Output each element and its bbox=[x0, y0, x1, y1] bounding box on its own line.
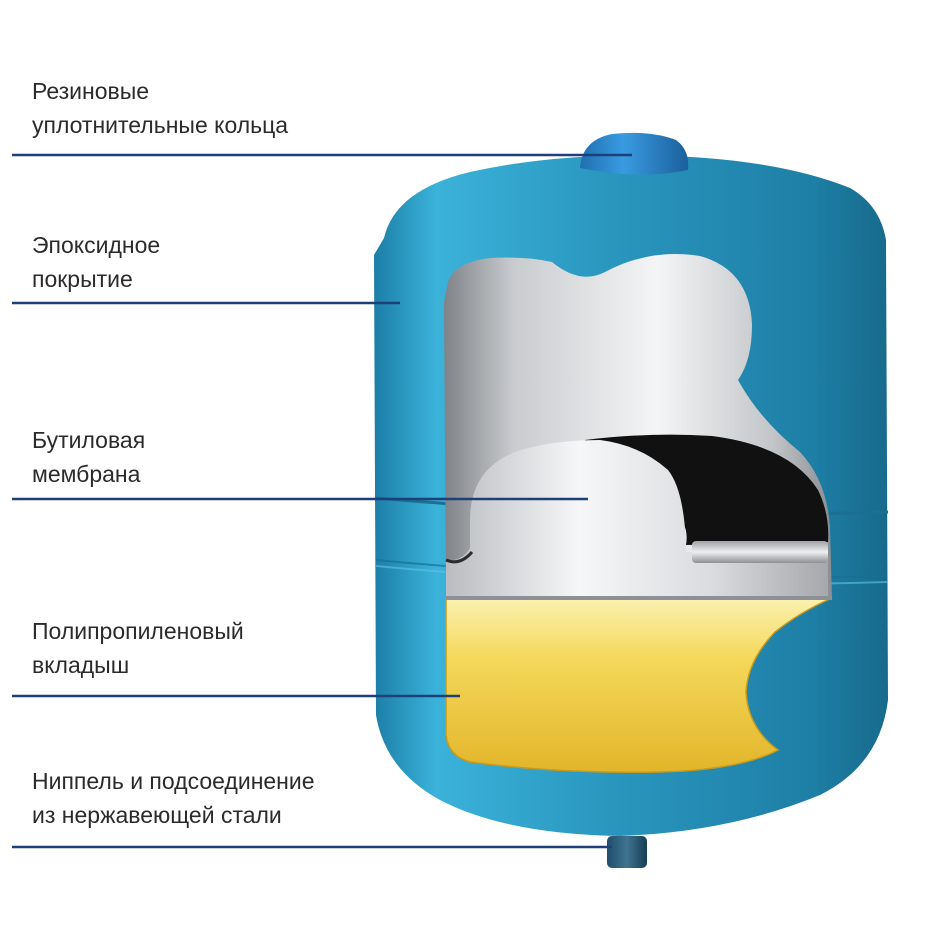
label-line: Резиновые bbox=[32, 78, 150, 104]
label-line: уплотнительные кольца bbox=[32, 112, 289, 138]
top-cap bbox=[580, 132, 689, 175]
label-rubber-seals: Резиновые уплотнительные кольца bbox=[32, 74, 288, 142]
polypropylene-liner bbox=[445, 597, 833, 774]
label-line: из нержавеющей стали bbox=[32, 802, 282, 828]
label-line: вкладыш bbox=[32, 652, 130, 678]
butyl-membrane bbox=[445, 434, 829, 600]
leader-lines bbox=[12, 153, 632, 849]
label-line: мембрана bbox=[32, 461, 141, 487]
membrane-band bbox=[692, 541, 828, 563]
label-steel-nipple: Ниппель и подсоединение из нержавеющей с… bbox=[32, 764, 315, 832]
label-butyl-membrane: Бутиловая мембрана bbox=[32, 423, 145, 491]
label-line: Полипропиленовый bbox=[32, 618, 244, 644]
label-line: Бутиловая bbox=[32, 427, 146, 453]
bottom-nipple bbox=[607, 836, 647, 868]
label-polypropylene-liner: Полипропиленовый вкладыш bbox=[32, 614, 244, 682]
label-epoxy-coating: Эпоксидное покрытие bbox=[32, 228, 160, 296]
label-line: Эпоксидное bbox=[32, 232, 161, 258]
label-line: Ниппель и подсоединение bbox=[32, 768, 315, 794]
label-line: покрытие bbox=[32, 266, 133, 292]
